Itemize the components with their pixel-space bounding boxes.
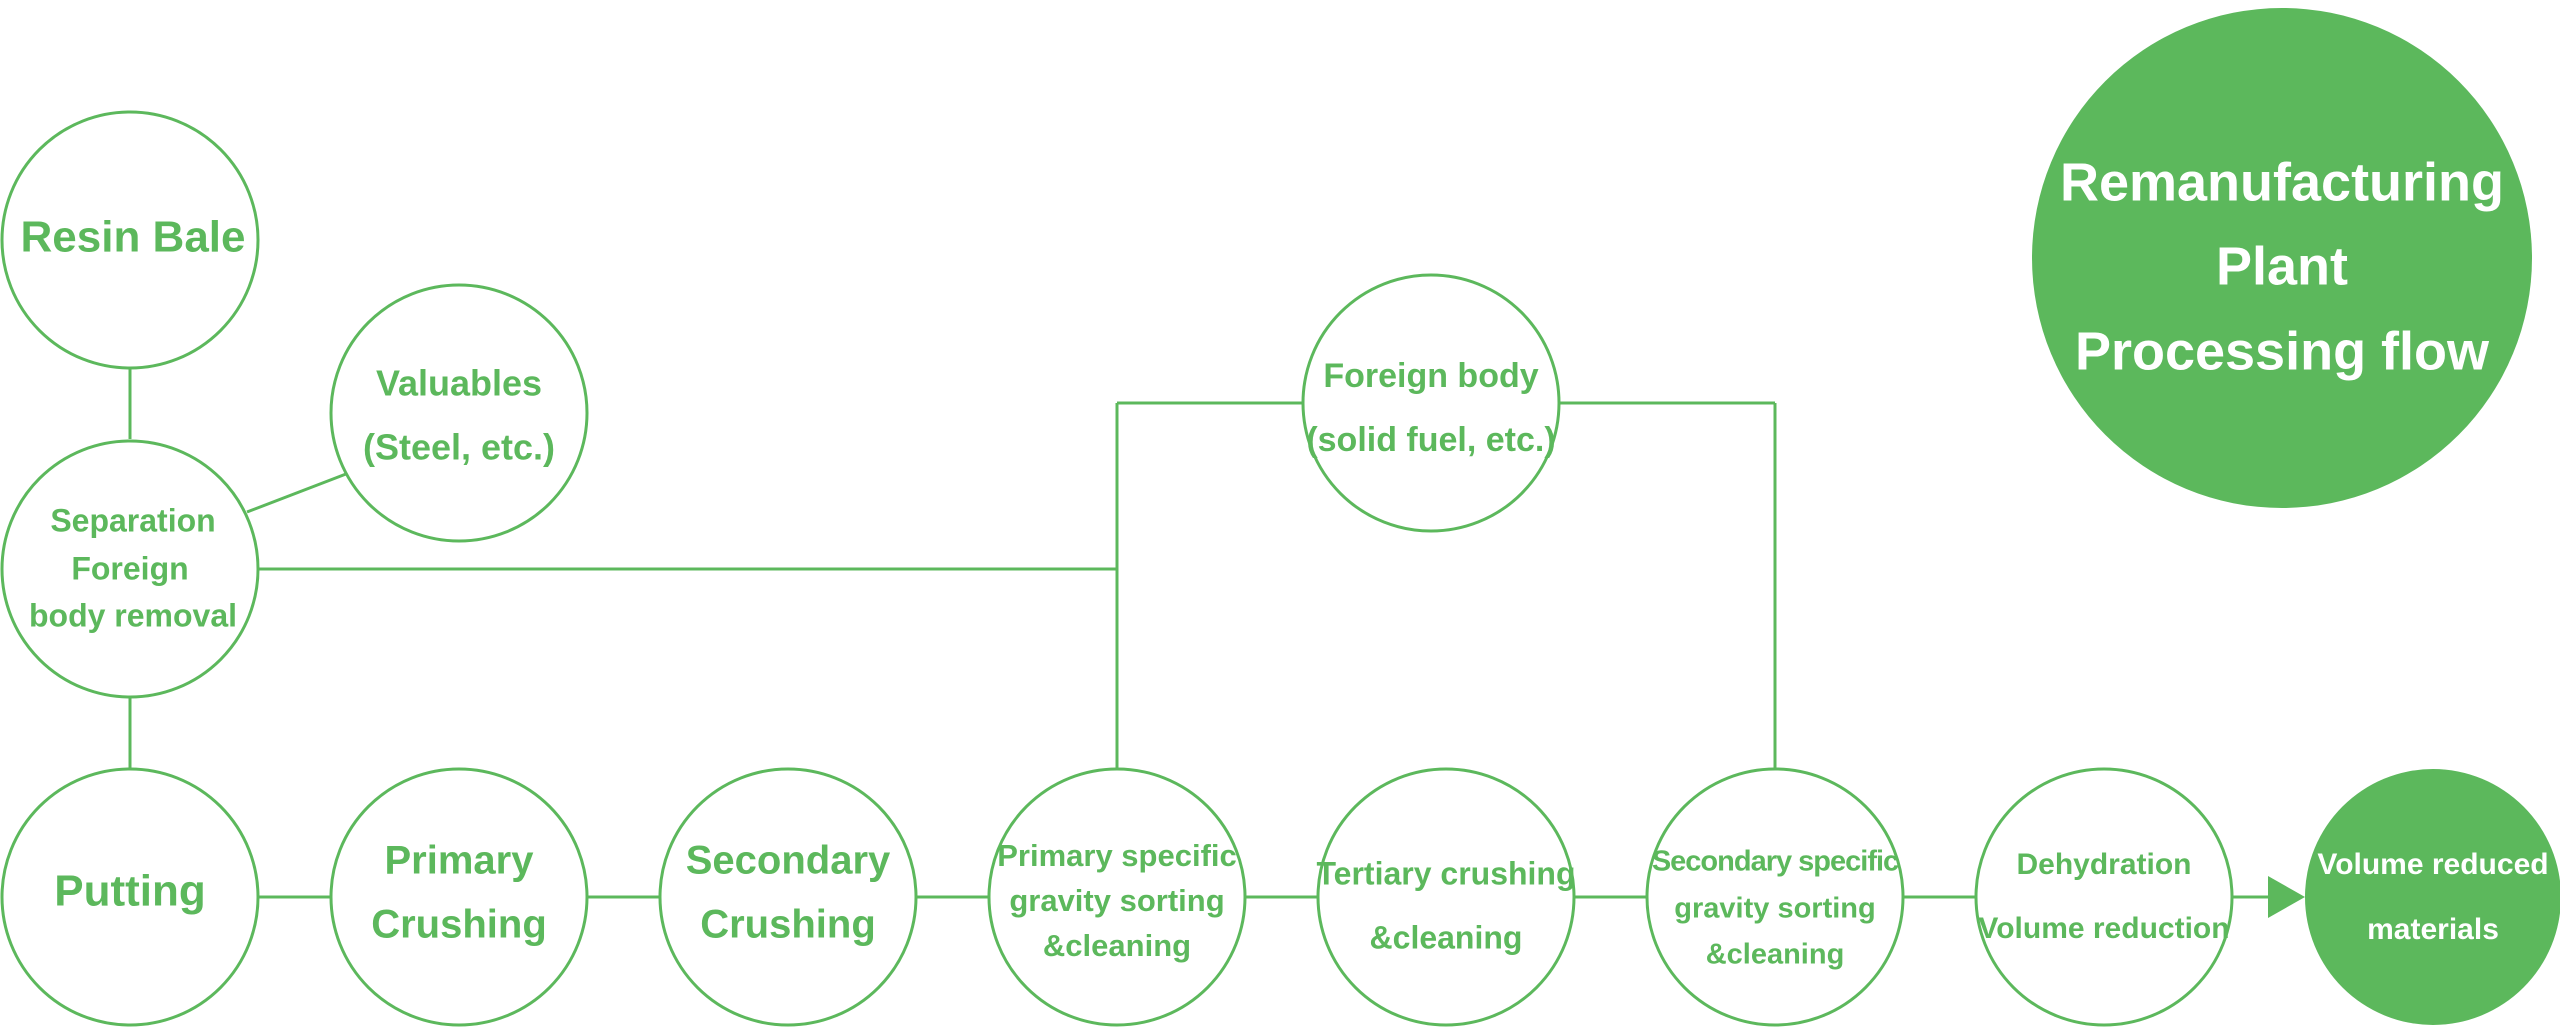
- node-circle: [1301, 273, 1561, 533]
- node-label-line-3: &cleaning: [1043, 928, 1191, 963]
- title-line-3: Processing flow: [2075, 321, 2490, 381]
- node-circle: [1974, 767, 2234, 1027]
- node-label-line-1: Dehydration: [2016, 848, 2191, 881]
- node-label-line-1: Volume reduced: [2317, 848, 2548, 881]
- node-label-line-1: Tertiary crushing: [1316, 855, 1575, 891]
- node-label-line-3: &cleaning: [1706, 939, 1845, 971]
- node-circle: [0, 110, 260, 370]
- node-secondary-crushing: Secondary Crushing: [658, 767, 918, 1027]
- node-foreign-body: Foreign body (solid fuel, etc.): [1301, 273, 1561, 533]
- title-line-2: Plant: [2216, 236, 2348, 296]
- node-tertiary-crushing: Tertiary crushing &cleaning: [1316, 767, 1576, 1027]
- node-label-line-2: &cleaning: [1370, 919, 1523, 955]
- node-valuables: Valuables (Steel, etc.): [329, 283, 589, 543]
- title-circle: [2032, 8, 2532, 508]
- node-label-line-2: gravity sorting: [1674, 893, 1875, 925]
- node-resin-bale: Resin Bale: [0, 110, 260, 370]
- node-label: Putting: [54, 867, 206, 916]
- node-label-line-1: Primary: [385, 839, 535, 883]
- node-label-line-1: Secondary specific: [1652, 846, 1899, 878]
- node-label-line-1: Valuables: [376, 363, 542, 404]
- node-label-line-1: Foreign body: [1323, 357, 1538, 395]
- node-label-line-2: Volume reduction: [1978, 912, 2229, 945]
- node-circle: [2305, 769, 2560, 1025]
- node-label-line-1: Primary specific: [997, 838, 1237, 873]
- connectors: [128, 368, 2270, 899]
- connector-separation-to-valuables: [246, 472, 347, 514]
- node-label: Resin Bale: [21, 213, 246, 262]
- node-label-line-1: Secondary: [686, 839, 891, 883]
- node-circle: [658, 767, 918, 1027]
- node-label-line-2: (solid fuel, etc.): [1306, 421, 1555, 459]
- node-circle: [329, 283, 589, 543]
- node-primary-sorting: Primary specific gravity sorting &cleani…: [987, 767, 1247, 1027]
- node-circle: [0, 767, 260, 1027]
- node-circle: [329, 767, 589, 1027]
- node-label-line-1: Separation: [50, 502, 215, 538]
- node-label-line-2: materials: [2367, 913, 2499, 946]
- node-circle: [1645, 767, 1905, 1027]
- node-dehydration: Dehydration Volume reduction: [1974, 767, 2234, 1027]
- node-separation: Separation Foreign body removal: [0, 439, 260, 699]
- node-circle: [1316, 767, 1576, 1027]
- title-line-1: Remanufacturing: [2060, 152, 2504, 212]
- node-circle: [0, 439, 260, 699]
- node-label-line-3: body removal: [29, 597, 237, 633]
- node-label-line-2: Crushing: [700, 903, 876, 947]
- node-circle: [987, 767, 1247, 1027]
- node-label-line-2: (Steel, etc.): [363, 427, 555, 468]
- node-label-line-2: Crushing: [371, 903, 547, 947]
- node-secondary-sorting: Secondary specific gravity sorting &clea…: [1645, 767, 1905, 1027]
- node-putting: Putting: [0, 767, 260, 1027]
- node-label-line-2: Foreign: [71, 550, 188, 586]
- arrow-head: [2268, 876, 2305, 918]
- node-primary-crushing: Primary Crushing: [329, 767, 589, 1027]
- title-node: Remanufacturing Plant Processing flow: [2032, 8, 2532, 508]
- node-label-line-2: gravity sorting: [1009, 883, 1224, 918]
- node-volume-reduced: Volume reduced materials: [2305, 769, 2560, 1025]
